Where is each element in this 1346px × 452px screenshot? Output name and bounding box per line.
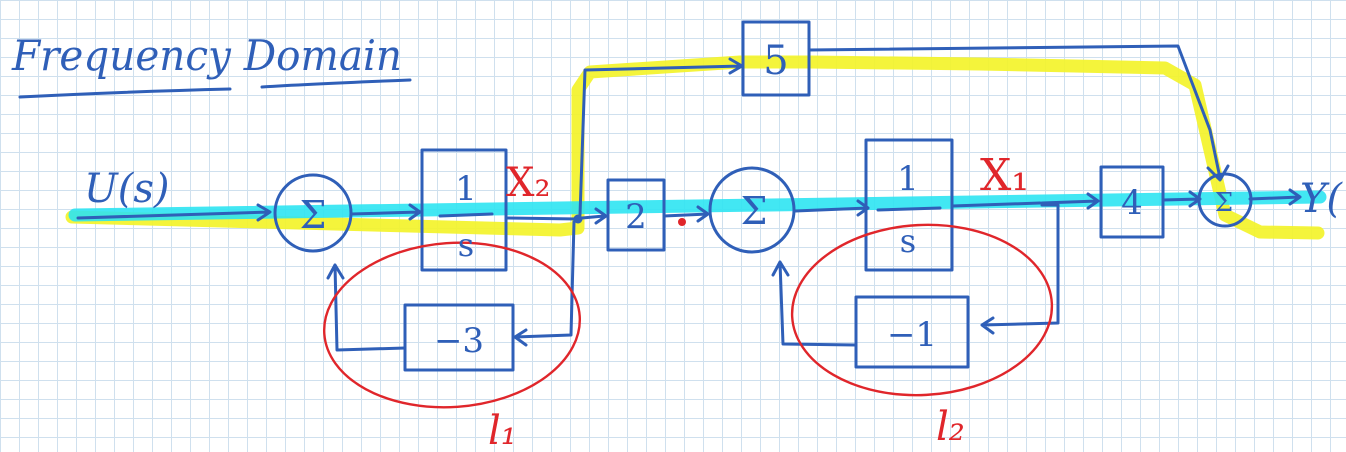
gain-4-block	[1099, 165, 1165, 239]
feedforward-to-summer3-line	[807, 44, 1230, 182]
loop-2-ellipse	[790, 223, 1054, 397]
loop-1-label: l₁	[488, 408, 517, 452]
integrator-2-denominator: s	[900, 222, 916, 260]
diagram-title: Frequency Domain	[11, 31, 402, 80]
red-dot-marker	[678, 218, 686, 226]
feedback1-return-line	[326, 263, 407, 352]
integrator-1-numerator: 1	[455, 169, 477, 209]
summer2-to-int2-arrow	[793, 199, 870, 217]
feedback1-down-line	[513, 220, 576, 347]
gain-5-block	[741, 20, 811, 97]
state-x1-label: X₁	[980, 150, 1029, 201]
gain-minus1-block	[854, 295, 970, 369]
integrator-1-denominator: s	[458, 226, 474, 264]
int1-to-node-line	[504, 216, 580, 221]
title-underline-2	[260, 78, 412, 89]
state-x2-label: X₂	[506, 160, 551, 206]
node-to-gain4-arrow	[1040, 192, 1100, 210]
int2-to-node-line	[950, 201, 1042, 208]
output-arrow	[1248, 188, 1302, 206]
integrator-2-numerator: 1	[897, 159, 919, 199]
integrator-1-block	[420, 148, 508, 272]
branch-node-x2	[573, 214, 583, 224]
gain-2-label: 2	[625, 197, 647, 237]
gain2-to-summer2-arrow	[662, 205, 710, 223]
gain-4-label: 4	[1121, 183, 1143, 223]
loop-2-label: l₂	[936, 404, 965, 450]
node-to-gain2-arrow	[580, 207, 608, 225]
loop-1-ellipse	[322, 241, 582, 409]
feedback-1-gain-label: −3	[434, 321, 484, 361]
gain-minus3-block	[403, 303, 515, 372]
input-arrow	[76, 203, 272, 222]
title-underline-1	[18, 87, 232, 99]
summer-2-symbol: Σ	[741, 189, 768, 233]
integrator-2-fraction-bar	[876, 206, 942, 212]
feedforward-up-line	[578, 57, 744, 217]
summer-1-symbol: Σ	[300, 193, 327, 237]
feedback-2-gain-label: −1	[887, 315, 937, 355]
input-signal-label: U(s)	[84, 166, 169, 212]
summer1-to-int1-arrow	[350, 203, 422, 221]
feedback2-down-line	[980, 203, 1060, 335]
integrator-1-fraction-bar	[438, 212, 494, 218]
feedforward-gain-label: 5	[763, 38, 788, 84]
feedback2-return-line	[771, 260, 858, 347]
summer-3-symbol: Σ	[1215, 188, 1233, 218]
output-signal-label: Y(	[1300, 176, 1343, 222]
